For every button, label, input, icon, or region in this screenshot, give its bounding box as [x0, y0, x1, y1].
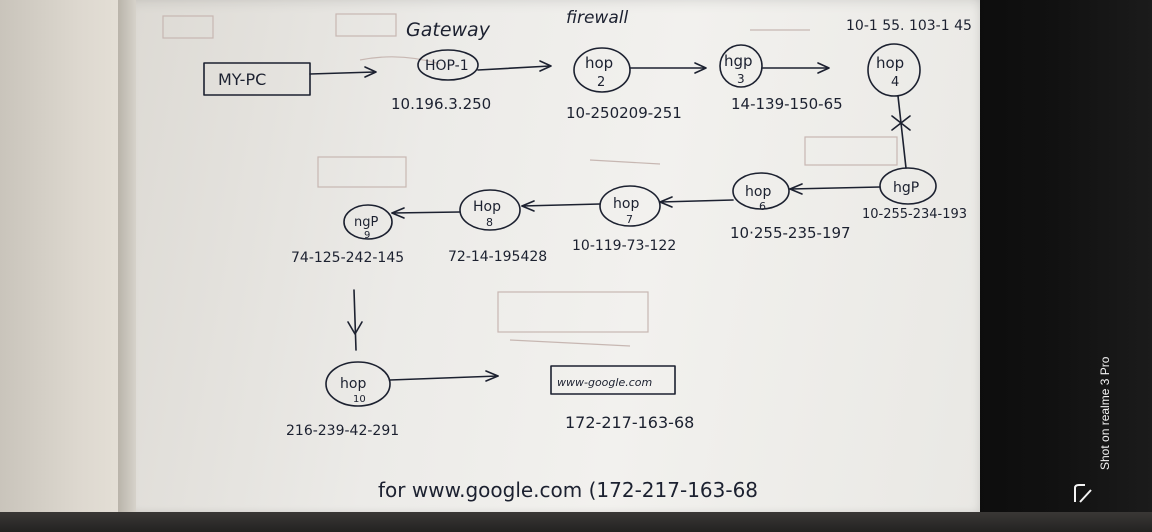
- arrow-hop5-to-hop6: [789, 186, 881, 190]
- footer-note: for www.google.com (172-217-163-68: [378, 478, 758, 502]
- hop8-ip: 72-14-195428: [448, 249, 547, 265]
- timeout-cross-icon: [891, 115, 911, 131]
- hop9-label: ngP: [354, 215, 378, 230]
- arrow-hop4-to-hop5: [897, 95, 907, 169]
- arrowhead-icon: [817, 62, 830, 74]
- hop9-node: [343, 204, 393, 240]
- hop3-label: hgp: [724, 52, 753, 70]
- hop10-number: 10: [353, 394, 366, 405]
- notebook-spine: [118, 0, 136, 520]
- hop5-ip: 10-255-234-193: [862, 207, 967, 222]
- hop9-number: 9: [364, 230, 370, 241]
- source-box: [203, 62, 311, 96]
- destination-ip: 172-217-163-68: [565, 413, 694, 432]
- firewall-label: firewall: [566, 8, 628, 28]
- hop2-ip: 10-250209-251: [566, 104, 682, 122]
- hop4-label: hop: [876, 54, 904, 72]
- hop6-ip: 10·255-235-197: [730, 224, 851, 242]
- hop7-ip: 10-119-73-122: [572, 238, 676, 254]
- gateway-label: Gateway: [406, 19, 491, 41]
- arrowhead-icon: [694, 62, 707, 74]
- arrow-pc-to-hop1: [309, 71, 376, 75]
- top-right-ip: 10-1 55. 103-1 45: [846, 18, 972, 34]
- arrowhead-icon: [521, 200, 535, 212]
- arrowhead-icon: [347, 321, 363, 335]
- hop2-node: [573, 47, 631, 93]
- hop8-node: [459, 189, 521, 231]
- hop1-label: HOP-1: [425, 58, 469, 74]
- arrow-hop10-to-destination: [389, 375, 499, 381]
- hop8-label: Hop: [473, 199, 501, 215]
- arrowhead-icon: [485, 370, 499, 382]
- arrowhead-icon: [391, 207, 405, 219]
- hop10-label: hop: [340, 376, 366, 392]
- hop6-node: [732, 172, 790, 210]
- hop10-ip: 216-239-42-291: [286, 423, 399, 439]
- hop3-ip: 14-139-150-65: [731, 95, 843, 113]
- hop5-label: hgP: [893, 180, 919, 196]
- arrow-hop7-to-hop8: [521, 203, 601, 207]
- hop6-number: 6: [759, 200, 766, 213]
- destination-box: [550, 365, 676, 395]
- hop7-label: hop: [613, 196, 639, 212]
- hop2-number: 2: [597, 75, 605, 90]
- arrow-hop1-to-hop2: [477, 65, 551, 71]
- hop7-node: [599, 185, 661, 227]
- hop2-label: hop: [585, 54, 613, 72]
- hop3-number: 3: [737, 72, 745, 86]
- realme-logo-icon: [1074, 484, 1092, 503]
- hop4-node: [867, 43, 921, 97]
- arrow-hop8-to-hop9: [391, 211, 461, 214]
- hop10-node: [325, 361, 391, 407]
- notebook-page: [118, 0, 980, 520]
- background-right-surface: [975, 0, 1152, 532]
- hop7-number: 7: [626, 213, 633, 226]
- hop6-label: hop: [745, 184, 771, 200]
- hop1-node: [417, 49, 479, 81]
- source-box-label: MY-PC: [218, 70, 266, 89]
- arrow-hop9-to-hop10: [353, 289, 357, 351]
- background-bottom-surface: [0, 512, 1152, 532]
- background-left-surface: [0, 0, 132, 532]
- bleed-through-marks: [162, 13, 898, 347]
- camera-watermark: Shot on realme 3 Pro: [1098, 356, 1112, 470]
- hop4-number: 4: [891, 75, 899, 90]
- destination-box-label: www-google.com: [557, 376, 652, 389]
- hop1-ip: 10.196.3.250: [391, 95, 491, 113]
- arrowhead-icon: [539, 60, 552, 72]
- arrow-hop6-to-hop7: [659, 199, 734, 203]
- arrowhead-icon: [364, 66, 377, 78]
- hop9-ip: 74-125-242-145: [291, 250, 404, 266]
- hop5-node: [879, 167, 937, 205]
- arrowhead-icon: [789, 183, 803, 195]
- hop3-node: [719, 44, 763, 88]
- hop8-number: 8: [486, 216, 493, 229]
